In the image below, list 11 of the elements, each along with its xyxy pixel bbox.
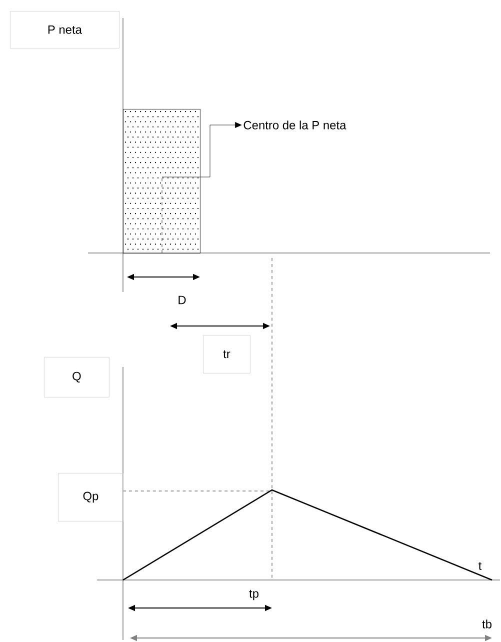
label-box: tr [203,335,250,374]
rainfall-block [123,109,200,254]
label-box: Q [44,357,110,398]
axis-label: tp [249,590,258,600]
label-box: Qp [58,473,124,522]
label-box: P neta [10,11,120,48]
leader-line [200,122,242,178]
axis-label: tb [482,620,492,628]
axis-label: D [178,296,186,304]
leader-text: Centro de la P neta [244,120,346,130]
axis-label: t [478,562,482,570]
